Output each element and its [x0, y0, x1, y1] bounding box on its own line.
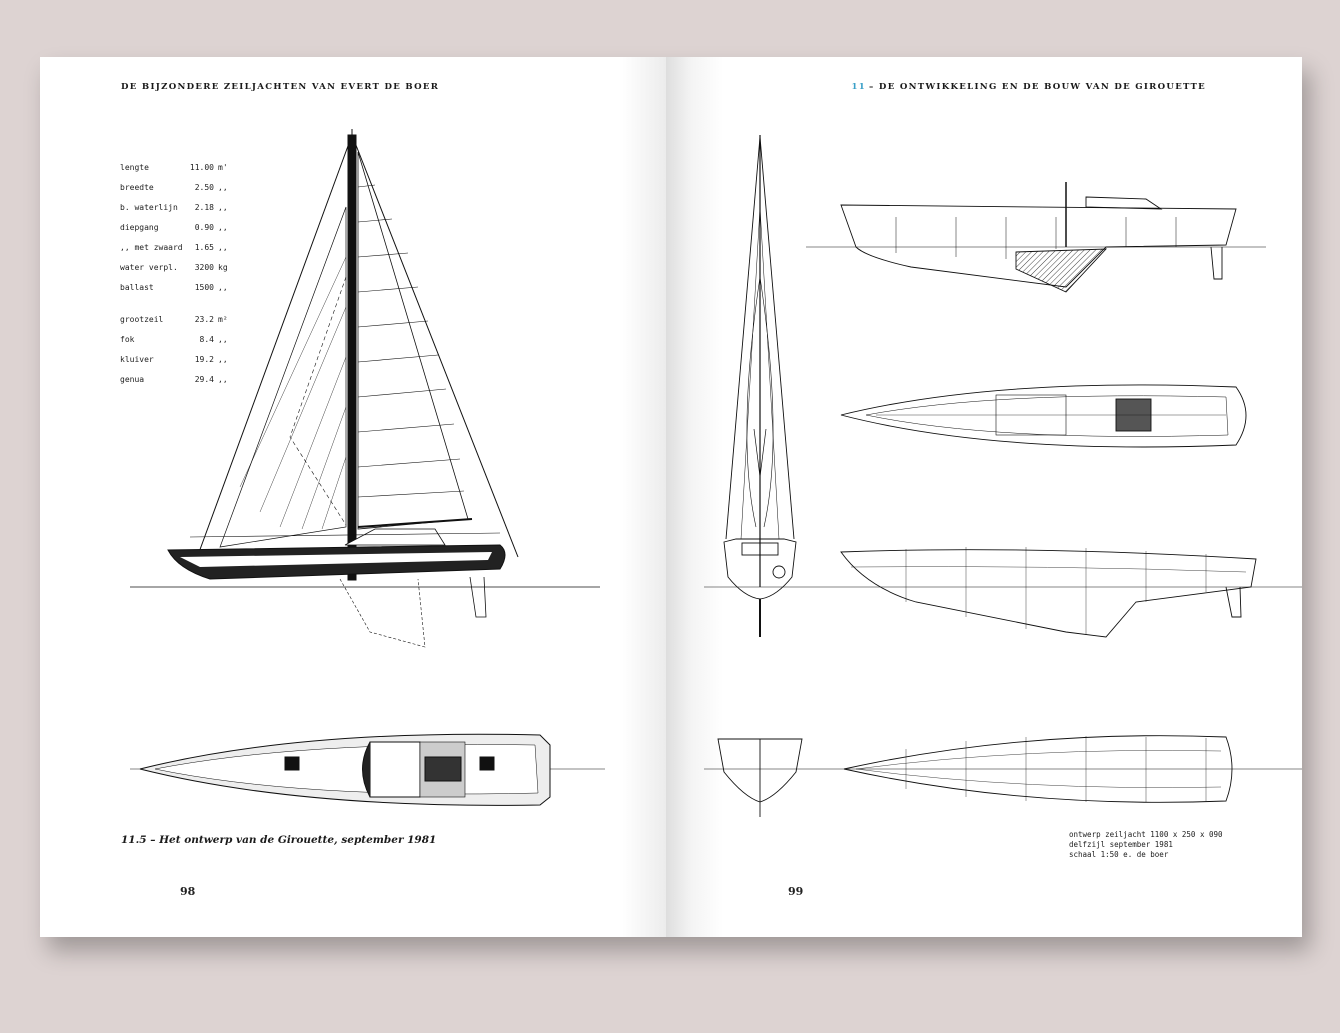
spec-unit: ,,	[218, 374, 228, 384]
spec-unit: ,,	[218, 242, 228, 252]
spec-unit: kg	[218, 262, 228, 272]
spec-value: 19.2	[194, 354, 214, 364]
spec-value: 11.00	[189, 162, 214, 172]
spec-label: lengte	[120, 162, 149, 172]
spec-value: 29.4	[194, 374, 214, 384]
chapter-title: – DE ONTWIKKELING EN DE BOUW VAN DE GIRO…	[869, 82, 1206, 92]
spec-value: 3200	[194, 262, 214, 272]
spec-value: 2.18	[194, 202, 214, 212]
right-page-number: 99	[788, 885, 804, 898]
spec-label: fok	[120, 334, 135, 344]
title-block-line-1: ontwerp zeiljacht 1100 x 250 x 090	[1069, 830, 1223, 839]
spec-value: 1.65	[194, 242, 214, 252]
spec-row: grootzeil 23.2 m²	[120, 309, 230, 329]
spec-unit: ,,	[218, 354, 228, 364]
spec-row: b. waterlijn 2.18,,	[120, 197, 230, 217]
spec-unit: ,,	[218, 202, 228, 212]
spec-row: ,, met zwaard 1.65,,	[120, 237, 230, 257]
book-spread: DE BIJZONDERE ZEILJACHTEN VAN EVERT DE B…	[40, 57, 1302, 937]
spec-row: ballast 1500,,	[120, 277, 230, 297]
right-page: 11– DE ONTWIKKELING EN DE BOUW VAN DE GI…	[666, 57, 1302, 937]
spec-unit: ,,	[218, 282, 228, 292]
left-page-number: 98	[180, 885, 196, 898]
spec-unit: ,,	[218, 182, 228, 192]
chapter-number: 11	[851, 82, 867, 92]
drawing-title-block: ontwerp zeiljacht 1100 x 250 x 090 delfz…	[1069, 830, 1239, 860]
spec-value: 23.2	[194, 314, 214, 324]
spec-unit: ,,	[218, 222, 228, 232]
spec-value: 2.50	[194, 182, 214, 192]
spec-row: fok 8.4,,	[120, 329, 230, 349]
spec-row: genua 29.4,,	[120, 369, 230, 389]
spec-unit: m²	[218, 314, 228, 324]
figure-caption: 11.5 – Het ontwerp van de Girouette, sep…	[121, 834, 437, 846]
spec-unit: ,,	[218, 334, 228, 344]
left-page: DE BIJZONDERE ZEILJACHTEN VAN EVERT DE B…	[40, 57, 666, 937]
sail-plan-drawing	[130, 129, 605, 806]
spec-label: ,, met zwaard	[120, 242, 183, 252]
spec-label: diepgang	[120, 222, 159, 232]
spec-label: genua	[120, 374, 145, 384]
spec-row: water verpl. 3200 kg	[120, 257, 230, 277]
spec-value: 0.90	[194, 222, 214, 232]
spec-label: ballast	[120, 282, 154, 292]
spec-row: diepgang 0.90,,	[120, 217, 230, 237]
spec-label: breedte	[120, 182, 154, 192]
spec-value: 8.4	[199, 334, 214, 344]
spec-row: lengte 11.00 m'	[120, 157, 230, 177]
spec-label: b. waterlijn	[120, 202, 178, 212]
right-running-head: 11– DE ONTWIKKELING EN DE BOUW VAN DE GI…	[851, 82, 1206, 92]
lines-plan-drawing	[704, 135, 1302, 817]
spec-row: breedte 2.50,,	[120, 177, 230, 197]
spec-label: grootzeil	[120, 314, 164, 324]
title-block-line-3: schaal 1:50 e. de boer	[1069, 850, 1169, 859]
left-running-head: DE BIJZONDERE ZEILJACHTEN VAN EVERT DE B…	[121, 82, 440, 92]
title-block-line-2: delfzijl september 1981	[1069, 840, 1173, 849]
spec-unit: m'	[218, 162, 228, 172]
spec-row: kluiver 19.2,,	[120, 349, 230, 369]
spec-table: lengte 11.00 m' breedte 2.50,, b. waterlijn 2.…	[120, 157, 230, 389]
spec-value: 1500	[194, 282, 214, 292]
spec-label: water verpl.	[120, 262, 178, 272]
spec-label: kluiver	[120, 354, 154, 364]
